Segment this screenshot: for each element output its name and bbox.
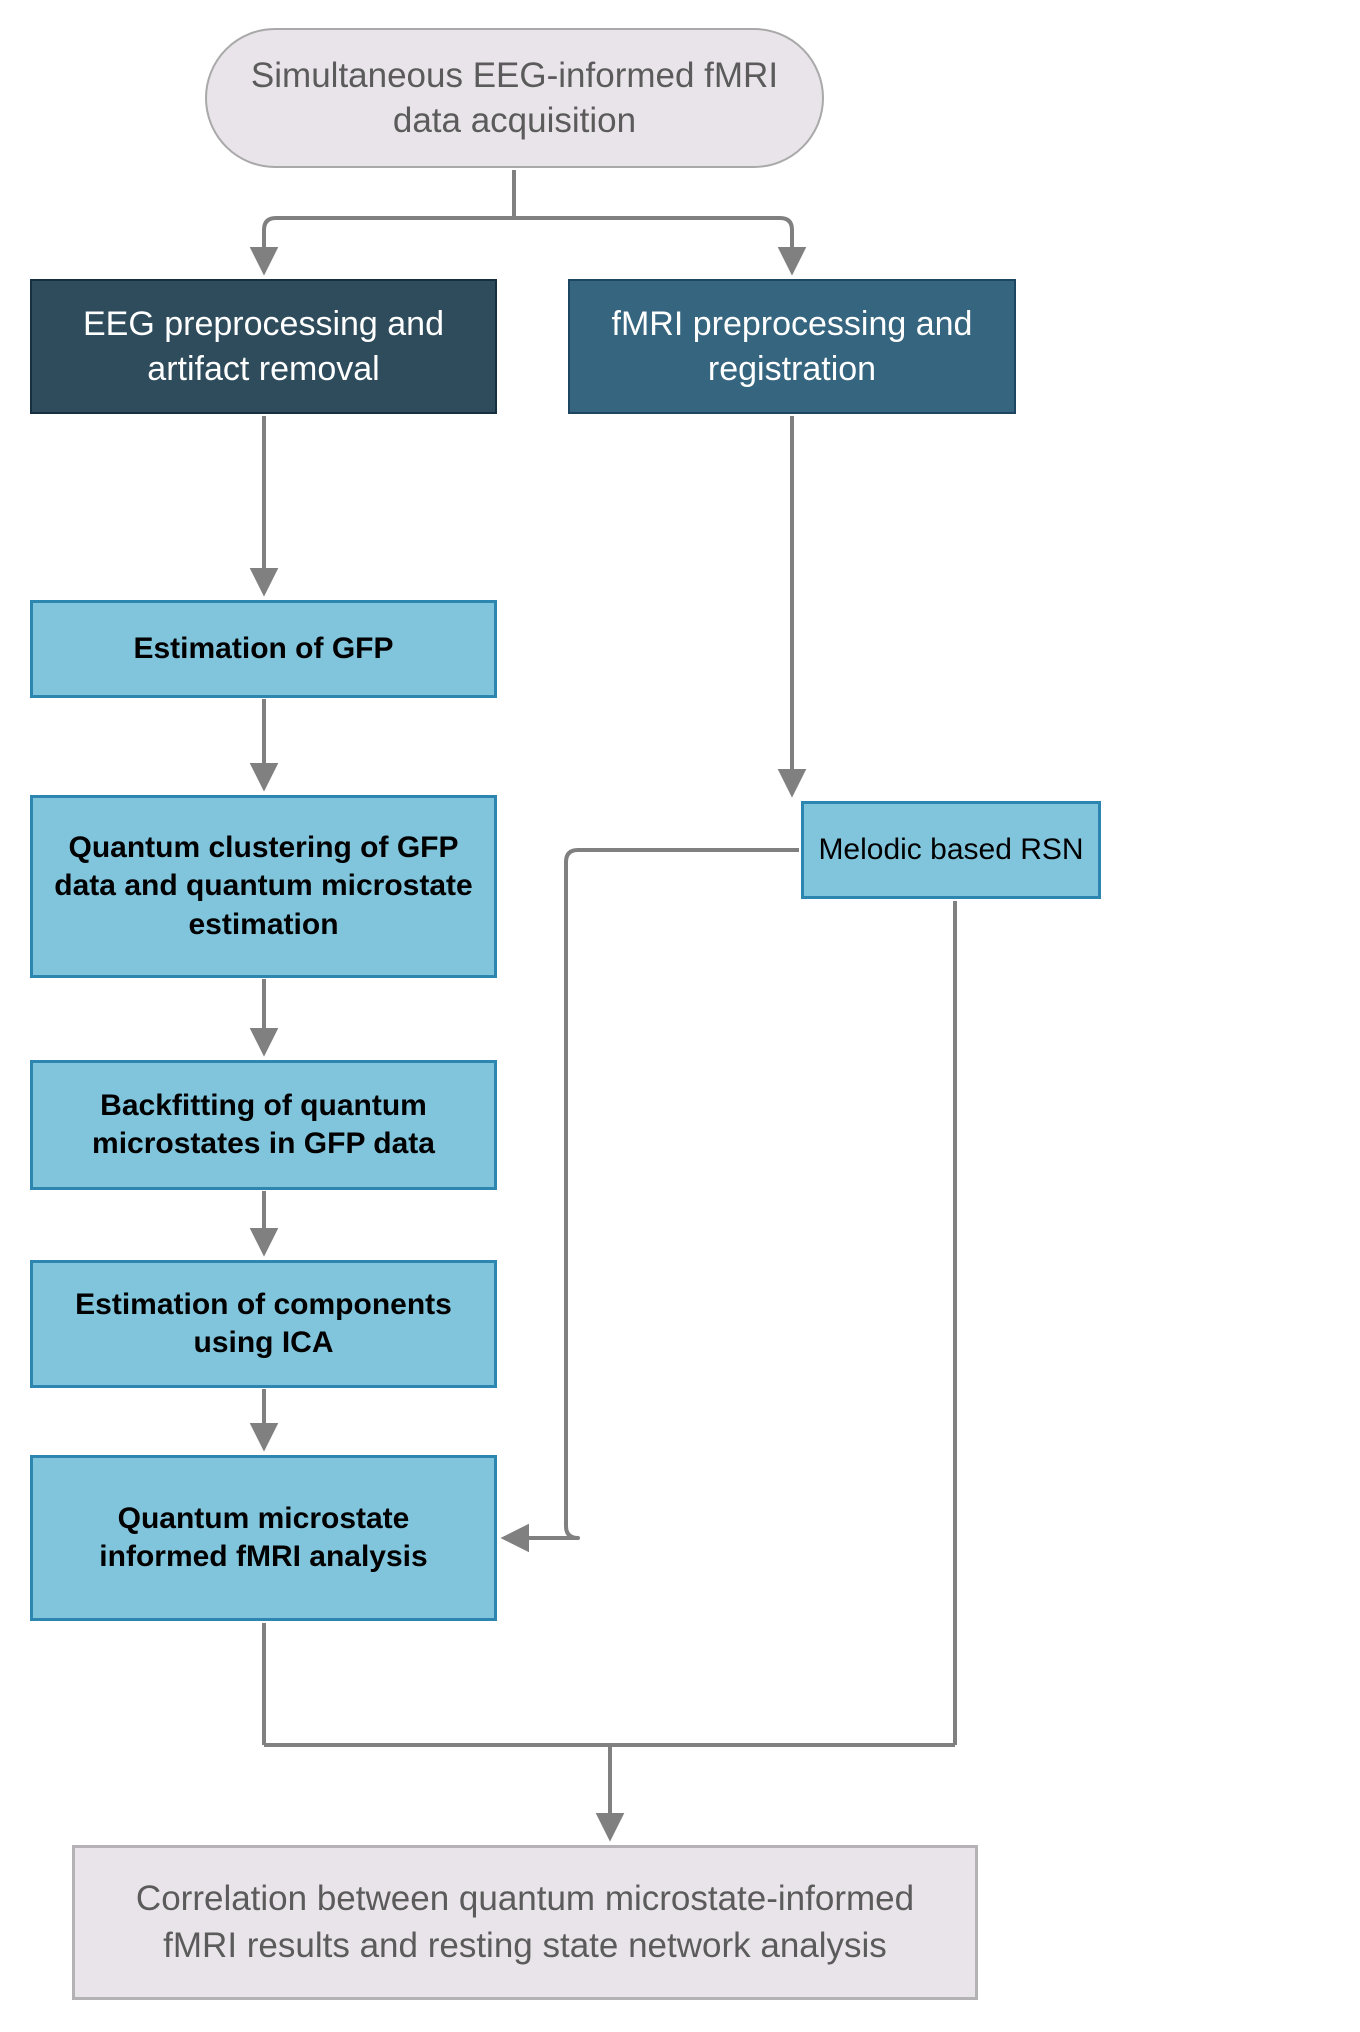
edge-acquisition-to-eeg	[249, 216, 514, 276]
node-melodic-rsn[interactable]: Melodic based RSN	[801, 801, 1101, 899]
edge-melodic-to-qmifmri	[500, 848, 799, 1553]
node-acquisition-label: Simultaneous EEG-informed fMRI data acqu…	[250, 55, 779, 141]
node-backfitting-label: Backfitting of quantum microstates in GF…	[92, 1088, 435, 1160]
node-eeg-preprocessing-label: EEG preprocessing and artifact removal	[83, 305, 444, 388]
node-correlation-label: Correlation between quantum microstate-i…	[135, 1879, 915, 1965]
node-gfp-estimation[interactable]: Estimation of GFP	[30, 600, 497, 698]
edge-acquisition-to-fmri	[514, 216, 807, 276]
node-ica-components[interactable]: Estimation of components using ICA	[30, 1260, 497, 1388]
node-melodic-rsn-label: Melodic based RSN	[818, 832, 1084, 866]
node-backfitting[interactable]: Backfitting of quantum microstates in GF…	[30, 1060, 497, 1190]
node-gfp-estimation-label: Estimation of GFP	[133, 631, 394, 665]
node-acquisition[interactable]: Simultaneous EEG-informed fMRI data acqu…	[205, 28, 824, 168]
node-fmri-preprocessing[interactable]: fMRI preprocessing and registration	[568, 279, 1016, 414]
node-ica-components-label: Estimation of components using ICA	[75, 1287, 452, 1359]
node-quantum-clustering[interactable]: Quantum clustering of GFP data and quant…	[30, 795, 497, 978]
node-correlation[interactable]: Correlation between quantum microstate-i…	[72, 1845, 978, 2000]
node-quantum-microstate-fmri-label: Quantum microstate informed fMRI analysi…	[99, 1501, 428, 1573]
node-quantum-clustering-label: Quantum clustering of GFP data and quant…	[54, 830, 473, 941]
node-fmri-preprocessing-label: fMRI preprocessing and registration	[611, 305, 973, 388]
node-quantum-microstate-fmri[interactable]: Quantum microstate informed fMRI analysi…	[30, 1455, 497, 1621]
node-eeg-preprocessing[interactable]: EEG preprocessing and artifact removal	[30, 279, 497, 414]
